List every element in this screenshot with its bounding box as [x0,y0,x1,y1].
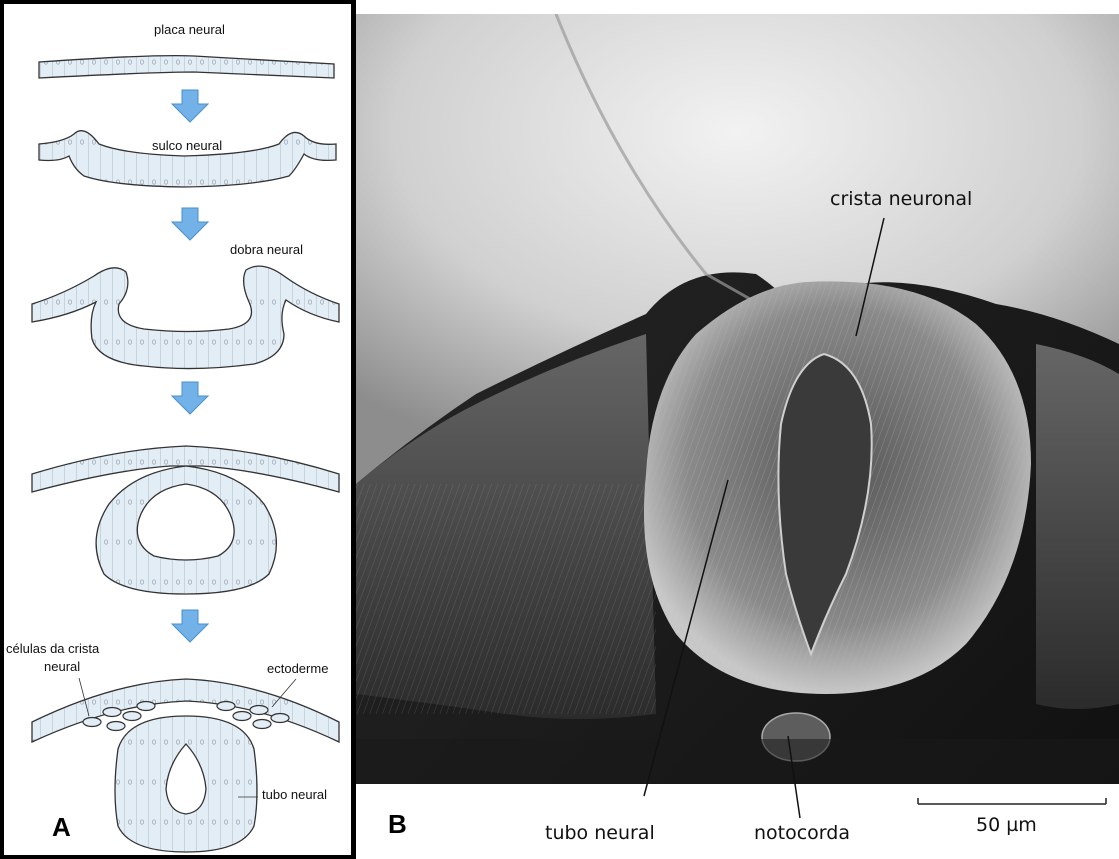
label-tubo-neural-a: tubo neural [262,787,327,802]
panel-a-diagram: placa neural sulco neural dobra neural c… [0,0,356,859]
arrow-3 [172,382,208,414]
label-crista-neuronal: crista neuronal [830,188,972,210]
label-sulco-neural: sulco neural [152,138,222,153]
arrow-4 [172,610,208,642]
label-tubo-neural-b: tubo neural [545,822,655,844]
mesoderm-tissue-right [1036,344,1119,709]
label-placa-neural: placa neural [154,22,225,37]
closing-tube [96,466,276,594]
arrow-1 [172,90,208,122]
panel-letter-b: B [388,809,407,840]
panel-b-micrograph: crista neuronal tubo neural notocorda 50… [356,14,1119,859]
label-ectoderme: ectoderme [267,661,328,676]
sem-image [356,14,1119,859]
label-notocorda: notocorda [754,822,850,844]
neural-tube [115,716,257,852]
neural-plate [39,56,334,78]
scale-bar [918,798,1106,804]
label-scale: 50 µm [976,814,1037,836]
label-dobra-neural: dobra neural [230,242,303,257]
arrow-2 [172,208,208,240]
neural-fold [32,266,339,368]
label-neural: neural [44,659,80,674]
panel-letter-a: A [52,812,71,843]
neurulation-diagram [4,4,351,855]
label-celulas-crista: células da crista [6,641,99,656]
